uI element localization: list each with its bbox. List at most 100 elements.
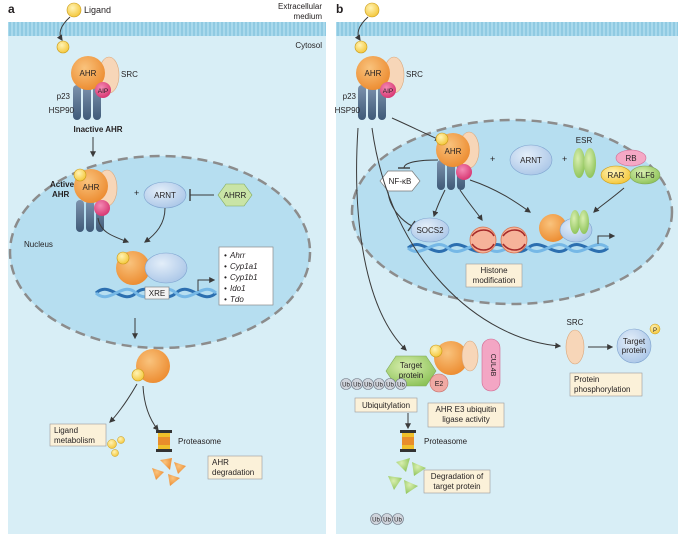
ahr-label-a2: AHR bbox=[83, 183, 100, 192]
e3-activity-2: ligase activity bbox=[442, 415, 490, 424]
ubiquitylation-box bbox=[354, 397, 418, 413]
gene-cyp1a1: Cyp1a1 bbox=[230, 262, 258, 271]
ligand-metabolism-box bbox=[49, 423, 107, 447]
proteasome-b bbox=[400, 430, 416, 452]
target-genes-box bbox=[218, 246, 274, 306]
ahr-label-a1: AHR bbox=[80, 69, 97, 78]
cul4b-label: CUL4B bbox=[489, 354, 496, 377]
nucleus-label-a: Nucleus bbox=[24, 240, 53, 249]
free-ubiquitin-1-label: Ub bbox=[372, 518, 380, 524]
target-protein-p-2: protein bbox=[622, 346, 646, 355]
ahr-degradation-2: degradation bbox=[212, 468, 254, 477]
plus-b2: + bbox=[562, 154, 567, 164]
ahr-on-dna-b bbox=[539, 214, 567, 242]
protein-phosphorylation-1: Protein bbox=[574, 375, 599, 384]
socs2-label: SOCS2 bbox=[416, 226, 444, 235]
free-ubiquitin-3-bead bbox=[392, 513, 404, 525]
target-protein-phospho bbox=[616, 328, 652, 364]
panel-letter-b: b bbox=[336, 2, 343, 16]
panel-b: b AHR SRC AIP p23 HSP90 A bbox=[335, 2, 678, 534]
panel-letter-a: a bbox=[8, 2, 15, 16]
ligand-a-extracellular bbox=[66, 2, 82, 18]
ubiquitin-1-label: Ub bbox=[342, 383, 350, 389]
proteasome-label-a: Proteasome bbox=[178, 437, 222, 446]
ubiquitin-6-bead bbox=[395, 378, 407, 390]
ligand-exported bbox=[131, 368, 145, 382]
e2-label: E2 bbox=[435, 381, 444, 388]
ubiquitin-4-label: Ub bbox=[375, 383, 383, 389]
arnt-label-a: ARNT bbox=[154, 191, 176, 200]
inactive-ahr-label: Inactive AHR bbox=[73, 125, 122, 134]
ahr-degradation-box bbox=[207, 455, 263, 480]
target-protein-1: Target bbox=[400, 361, 423, 370]
plus-b1: + bbox=[490, 154, 495, 164]
hsp90-label-b: HSP90 bbox=[335, 106, 361, 115]
ligand-b-cytosol bbox=[354, 40, 368, 54]
ahrr-protein bbox=[217, 183, 253, 207]
active-ahr-label-1: Active bbox=[50, 180, 75, 189]
cul4b-protein bbox=[481, 338, 501, 392]
ahr-e3 bbox=[434, 341, 468, 375]
ubiquitylation-label: Ubiquitylation bbox=[362, 401, 410, 410]
ahr-label-b2: AHR bbox=[445, 147, 462, 156]
esr-label: ESR bbox=[576, 136, 593, 145]
gene-bullet-4: • bbox=[224, 284, 227, 293]
ahr-degradation-1: AHR bbox=[212, 458, 229, 467]
inactive-ahr-complex-b bbox=[356, 56, 405, 120]
arnt-label-b: ARNT bbox=[520, 156, 542, 165]
ligand-metabolism-1: Ligand bbox=[54, 426, 78, 435]
rb-protein bbox=[615, 149, 647, 167]
ahr-exported bbox=[136, 349, 170, 383]
rb-label: RB bbox=[625, 154, 636, 163]
cell-membrane-b bbox=[336, 22, 678, 36]
ligand-b-extracellular bbox=[364, 2, 380, 18]
src-label-a: SRC bbox=[121, 70, 138, 79]
phospho-label: P bbox=[653, 328, 657, 334]
src-label-b2: SRC bbox=[567, 318, 584, 327]
aip-label-a: AIP bbox=[98, 88, 108, 95]
src-label-b: SRC bbox=[406, 70, 423, 79]
free-ubiquitin-2-label: Ub bbox=[383, 518, 391, 524]
ahr-fragments bbox=[152, 458, 186, 486]
degradation-target-box bbox=[423, 469, 491, 494]
klf6-protein bbox=[629, 165, 661, 185]
gene-ahrr: Ahrr bbox=[229, 251, 245, 260]
gene-ido1: Ido1 bbox=[230, 284, 246, 293]
p23-label-a: p23 bbox=[57, 92, 71, 101]
nucleosomes bbox=[469, 226, 528, 254]
phosphate bbox=[649, 323, 661, 335]
rar-label: RAR bbox=[608, 171, 625, 180]
esr-protein bbox=[573, 148, 596, 178]
nfkb-label: NF-κB bbox=[389, 177, 412, 186]
protein-phosphorylation-box bbox=[569, 372, 643, 397]
aip-label-b: AIP bbox=[383, 88, 393, 95]
ligand-metabolism-2: metabolism bbox=[54, 436, 95, 445]
arnt-b bbox=[509, 144, 553, 176]
cytosol-label-a: Cytosol bbox=[295, 41, 322, 50]
protein-phosphorylation-2: phosphorylation bbox=[574, 385, 630, 394]
ubiquitin-2-label: Ub bbox=[353, 383, 361, 389]
xre-box bbox=[144, 286, 170, 300]
gene-bullet-1: • bbox=[224, 251, 227, 260]
ubiquitin-6-label: Ub bbox=[397, 383, 405, 389]
e3-activity-1: AHR E3 ubiquitin bbox=[436, 405, 497, 414]
target-protein-p-1: Target bbox=[623, 337, 646, 346]
e2-enzyme bbox=[429, 373, 449, 393]
panel-a: a Ligand Extracellular medium Cytosol AH… bbox=[0, 0, 332, 534]
target-protein-2: protein bbox=[399, 371, 423, 380]
gene-bullet-3: • bbox=[224, 273, 227, 282]
inactive-ahr-complex bbox=[71, 56, 120, 120]
e3-activity-box bbox=[427, 402, 505, 428]
degradation-target-1: Degradation of bbox=[431, 472, 484, 481]
histone-label-2: modification bbox=[473, 276, 516, 285]
extracellular-label-1: Extracellular bbox=[278, 2, 322, 11]
active-ahr-label-2: AHR bbox=[52, 190, 70, 199]
plus-a: + bbox=[134, 188, 139, 198]
socs2-protein bbox=[410, 217, 450, 243]
free-ubiquitin-3-label: Ub bbox=[394, 518, 402, 524]
ahrr-label: AHRR bbox=[224, 191, 247, 200]
gene-bullet-5: • bbox=[224, 295, 227, 304]
